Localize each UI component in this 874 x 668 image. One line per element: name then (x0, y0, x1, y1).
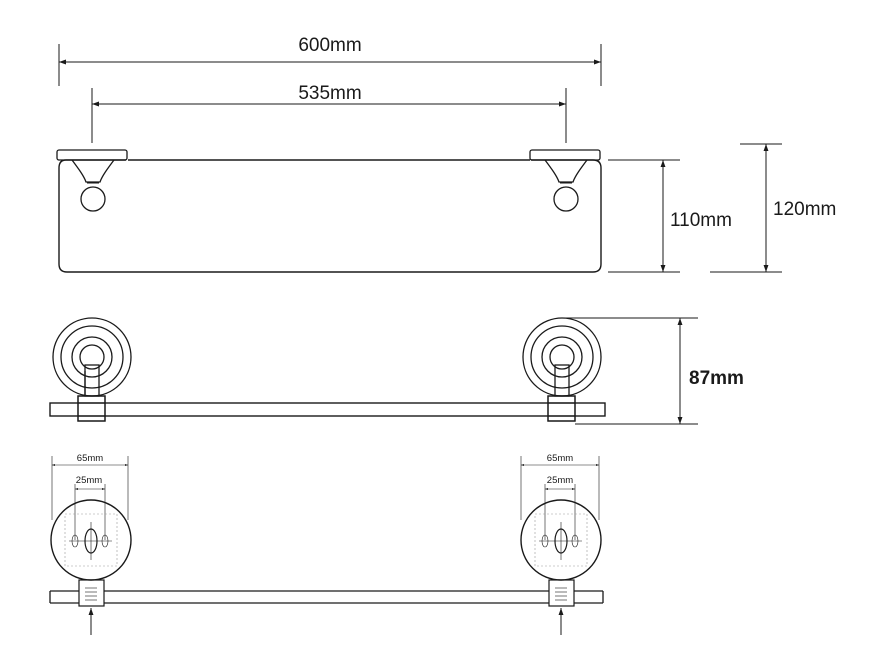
left-rosette-top (52, 317, 132, 422)
projection-label: 87mm (689, 368, 744, 389)
fixing-view: 65mm 25mm 65mm (49, 453, 604, 635)
right-rosette-top (522, 317, 602, 422)
left-fixing-plate: 65mm 25mm (50, 453, 132, 635)
left-bracket-front (56, 149, 128, 212)
shelf-height-label: 110mm (670, 210, 732, 231)
overall-height-label: 120mm (773, 199, 836, 220)
right-plate-width-label: 65mm (547, 453, 573, 464)
top-view: 87mm (49, 317, 744, 425)
glass-shelf-front (58, 159, 602, 273)
right-fixing-plate: 65mm 25mm (520, 453, 602, 635)
right-hole-spacing-label: 25mm (547, 475, 573, 486)
dim-overall-height: 120mm (710, 143, 836, 273)
glass-shelf-edge (49, 590, 604, 604)
left-plate-width-label: 65mm (77, 453, 103, 464)
dim-overall-width: 600mm (58, 35, 602, 86)
glass-shelf-top (49, 395, 606, 422)
dim-projection: 87mm (562, 317, 744, 425)
overall-width-label: 600mm (298, 35, 361, 56)
fixing-centres-label: 535mm (298, 83, 361, 104)
front-view: 600mm 535mm 110mm (56, 35, 836, 273)
right-bracket-front (529, 149, 601, 212)
dim-shelf-height: 110mm (608, 159, 732, 273)
dim-fixing-centres: 535mm (91, 83, 567, 143)
left-hole-spacing-label: 25mm (76, 475, 102, 486)
